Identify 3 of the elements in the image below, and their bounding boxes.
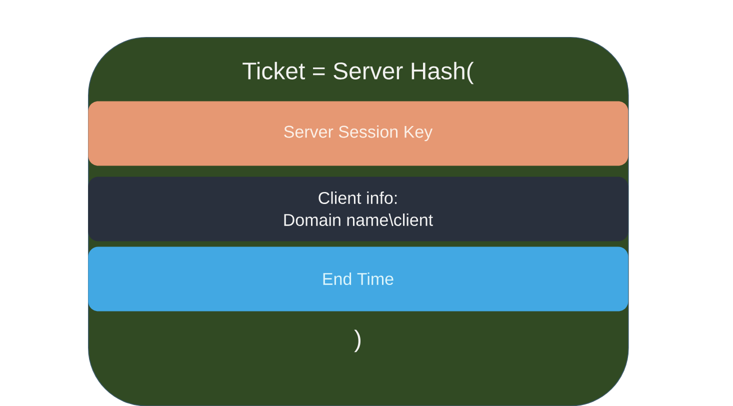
rounded-band: Client info: Domain name\client (88, 176, 628, 242)
rounded-band: End Time (88, 246, 628, 312)
rounded-band: Server Session Key (88, 101, 628, 166)
